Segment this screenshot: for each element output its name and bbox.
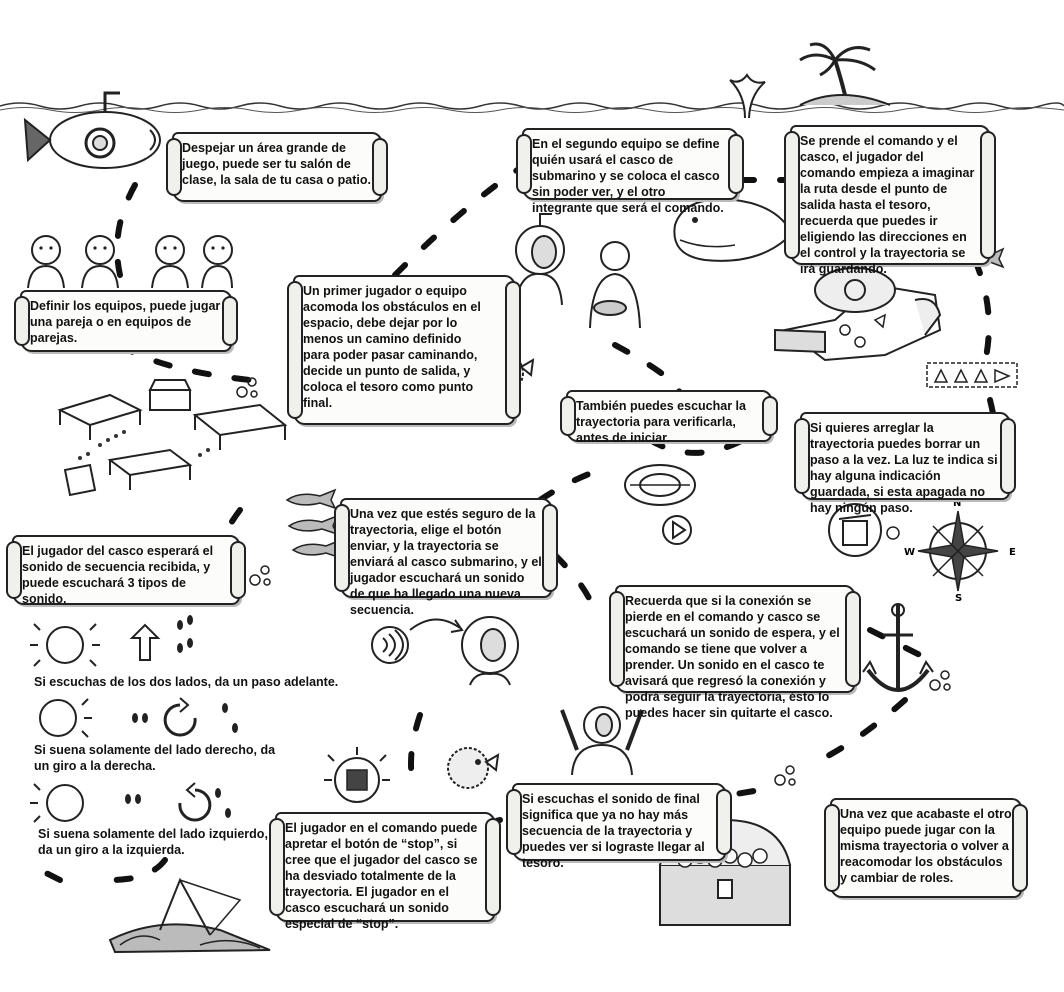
whale-tail-icon — [729, 73, 766, 119]
compass-s: S — [955, 593, 962, 603]
helmet-kid-icon — [514, 213, 565, 305]
step-final-sound: Si escuchas el sonido de final significa… — [506, 783, 732, 870]
shipwreck-icon — [108, 877, 271, 954]
compass-n: N — [953, 498, 961, 509]
bubbles-icon-2 — [249, 565, 271, 586]
obstacle-room-icon — [57, 379, 288, 497]
step-clear-area: Despejar un área grande de juego, puede … — [166, 132, 388, 202]
step-stop-button: El jugador en el comando puede apretar e… — [269, 812, 501, 931]
sharks-group-icon — [285, 488, 343, 560]
step-switch-roles: Una vez que acabaste el otro equipo pued… — [824, 798, 1028, 898]
controller-kid-icon — [589, 241, 641, 328]
send-sequence-icon — [371, 616, 519, 686]
pufferfish-icon-2 — [447, 747, 500, 789]
sound-both-text: Si escuchas de los dos lados, da un paso… — [34, 675, 339, 689]
sound-left-text: Si suena solamente del lado izquierdo, d… — [38, 827, 268, 857]
sequence-triangles-icon — [926, 362, 1018, 388]
sound-left-icon — [30, 782, 231, 823]
sound-both-icon — [30, 615, 193, 667]
bubbles-icon-4 — [929, 670, 951, 691]
step-fix-path: Si quieres arreglar la trayectoria puede… — [794, 412, 1016, 515]
bubbles-icon-3 — [774, 765, 796, 786]
kids-team-icon — [27, 235, 233, 288]
step-start-controller: Se prende el comando y el casco, el juga… — [784, 125, 996, 276]
bubbles-icon — [236, 377, 258, 398]
step-listen-path: También puedes escuchar la trayectoria p… — [560, 390, 778, 445]
step-helmet-player: En el segundo equipo se define quién usa… — [516, 128, 744, 215]
stop-button-icon — [324, 747, 390, 803]
anchor-icon — [862, 603, 934, 692]
controller-icon — [774, 267, 942, 362]
sea-surface — [0, 102, 1064, 113]
sound-right-text: Si suena solamente del lado derecho, da … — [34, 743, 276, 773]
step-send-path: Una vez que estés seguro de la trayector… — [334, 498, 558, 617]
cheering-diver-icon — [560, 706, 644, 775]
compass-rose-icon: N S E W — [904, 498, 1016, 603]
step-wait-sound: El jugador del casco esperará el sonido … — [6, 535, 246, 606]
compass-e: E — [1009, 547, 1016, 558]
listen-target-icon — [624, 464, 696, 545]
compass-w: W — [904, 547, 915, 558]
submarine-icon — [23, 91, 161, 169]
island-palm-icon — [799, 42, 891, 106]
trash-icon — [828, 503, 900, 557]
sound-right-icon — [39, 697, 238, 738]
step-place-obstacles: Un primer jugador o equipo acomoda los o… — [287, 275, 521, 425]
whale-icon — [673, 198, 800, 262]
step-connection-lost: Recuerda que si la conexión se pierde en… — [609, 585, 861, 720]
step-define-teams: Definir los equipos, puede jugar una par… — [14, 290, 238, 352]
